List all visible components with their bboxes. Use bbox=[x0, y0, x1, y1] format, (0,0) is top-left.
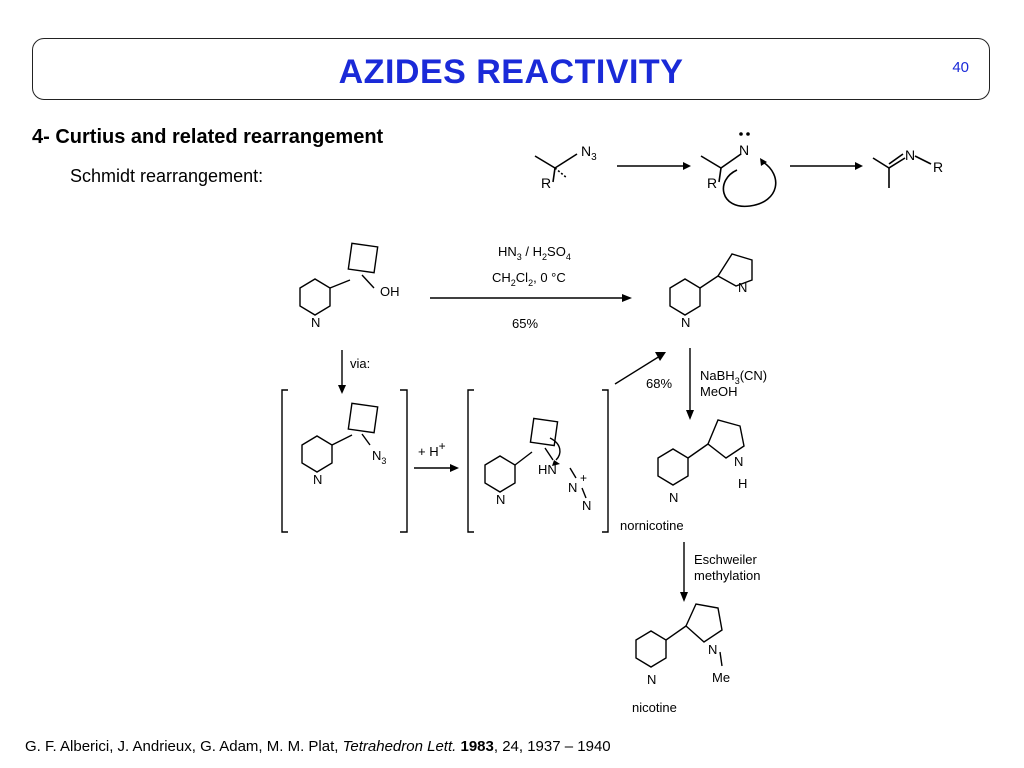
azide-n-label: N3 bbox=[581, 143, 597, 163]
reagent-line-2: CH2Cl2, 0 °C bbox=[492, 270, 566, 288]
main-yield: 65% bbox=[512, 316, 538, 331]
pyrroline-pyridine-n: N bbox=[681, 315, 690, 330]
section-heading: 4- Curtius and related rearrangement bbox=[32, 126, 384, 148]
citation-details: , 24, 1937 – 1940 bbox=[493, 738, 611, 755]
nornicotine-pyridine-n: N bbox=[669, 490, 678, 505]
r-group-label: R bbox=[541, 175, 551, 191]
citation: G. F. Alberici, J. Andrieux, G. Adam, M.… bbox=[25, 738, 611, 755]
citation-year: 1983 bbox=[460, 738, 494, 755]
nicotine-me-label: Me bbox=[712, 670, 730, 685]
pyrrolidine-n-label: N bbox=[734, 454, 743, 469]
page-number: 40 bbox=[952, 59, 969, 76]
methylation-line-1: Eschweiler bbox=[694, 552, 758, 567]
nicotine-n-label: N bbox=[708, 642, 717, 657]
section-subheading: Schmidt rearrangement: bbox=[70, 166, 264, 186]
n-end-label: N bbox=[582, 498, 591, 513]
reagent-line-1: HN3 / H2SO4 bbox=[498, 244, 571, 262]
nicotine-pyridine-n: N bbox=[647, 672, 656, 687]
pyridine-n-label: N bbox=[311, 315, 320, 330]
nornicotine-label: nornicotine bbox=[620, 518, 684, 533]
r-group-label-2: R bbox=[707, 175, 717, 191]
n-plus-charge: + bbox=[580, 471, 587, 485]
reduction-line-1: NaBH3(CN) bbox=[700, 368, 767, 386]
pyrroline-n-label: N bbox=[738, 280, 747, 295]
imine-r-label: R bbox=[933, 159, 943, 175]
intermediate-pyridine-n: N bbox=[496, 492, 505, 507]
citation-journal: Tetrahedron Lett. bbox=[342, 738, 457, 755]
nicotine-label: nicotine bbox=[632, 700, 677, 715]
reduction-line-2: MeOH bbox=[700, 384, 738, 399]
citation-authors: G. F. Alberici, J. Andrieux, G. Adam, M.… bbox=[25, 738, 343, 755]
methylation-line-2: methylation bbox=[694, 568, 760, 583]
side-yield: 68% bbox=[646, 376, 672, 391]
oh-label: OH bbox=[380, 284, 400, 299]
via-label: via: bbox=[350, 356, 370, 371]
hn-label: HN bbox=[538, 462, 557, 477]
general-mechanism-scheme: N3 R N R N R bbox=[534, 132, 943, 208]
azide-n3-label: N3 bbox=[372, 448, 386, 466]
title-box: AZIDES REACTIVITY 40 bbox=[32, 38, 990, 100]
nicotine-synthesis-scheme: OH N HN3 / H2SO4 CH2Cl2, 0 °C 65% N N vi… bbox=[281, 242, 767, 715]
imine-n-label: N bbox=[905, 147, 915, 163]
n-mid-label: N bbox=[568, 480, 577, 495]
slide-title: AZIDES REACTIVITY bbox=[338, 53, 684, 91]
azide-pyridine-n: N bbox=[313, 472, 322, 487]
nitrene-n-label: N bbox=[739, 142, 749, 158]
plus-h-label: + H+ bbox=[418, 439, 446, 459]
pyrrolidine-h-label: H bbox=[738, 476, 747, 491]
